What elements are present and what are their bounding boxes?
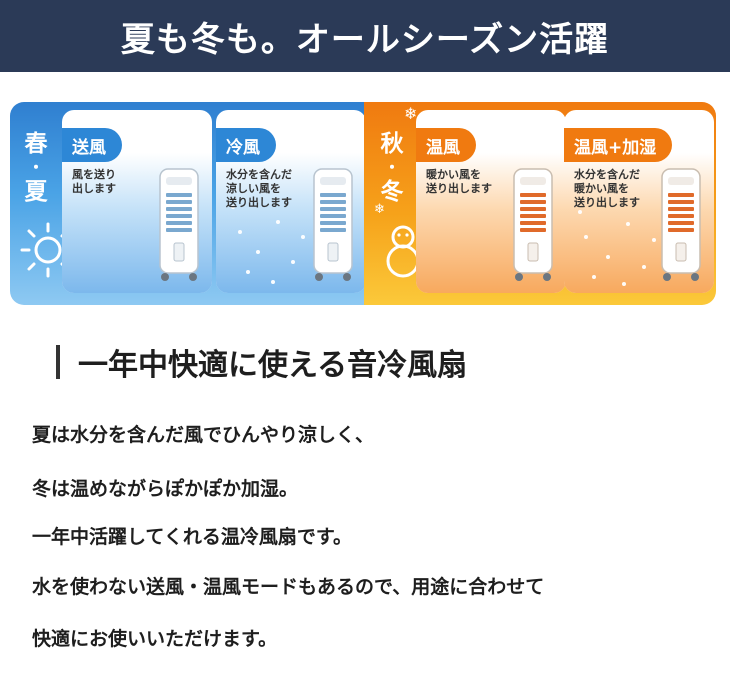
air-cooler-fan-icon: [661, 168, 701, 281]
season-label-winter-dot: ・: [383, 158, 400, 177]
mode-card-fan: 送風 風を送り 出します: [62, 110, 212, 293]
mode-tag-heat-humidify: 温風+加湿: [564, 128, 673, 162]
winter-panel: 秋 ・ 冬 ❄ ❄ 温風 暖かい風を 送り出します: [364, 102, 716, 305]
mode-tag-fan: 送風: [62, 128, 122, 162]
air-cooler-fan-icon: [313, 168, 353, 281]
body-line: 水を使わない送風・温風モードもあるので、用途に合わせて: [32, 576, 545, 598]
season-mode-banner: 春 ・ 夏 送風 風を送: [10, 102, 716, 305]
header-title: 夏も冬も。オールシーズン活躍: [120, 19, 610, 60]
section-title: 一年中快適に使える音冷風扇: [56, 340, 467, 384]
mode-tag-heat: 温風: [416, 128, 476, 162]
mode-desc-heat-humidify: 水分を含んだ 暖かい風を 送り出します: [574, 168, 640, 209]
mode-tag-cool: 冷風: [216, 128, 276, 162]
air-cooler-fan-icon: [159, 168, 199, 281]
air-cooler-fan-icon: [513, 168, 553, 281]
body-line: 冬は温めながらぽかぽか加湿。: [32, 478, 299, 500]
mode-desc-heat: 暖かい風を 送り出します: [426, 168, 492, 195]
mode-card-heat-humidify: 温風+加湿 水分を含んだ 暖かい風を 送り出します: [564, 110, 714, 293]
section-title-bar: [56, 345, 60, 379]
body-line: 夏は水分を含んだ風でひんやり涼しく、: [32, 424, 375, 446]
mode-desc-fan: 風を送り 出します: [72, 168, 116, 195]
mode-card-heat: 温風 暖かい風を 送り出します: [416, 110, 566, 293]
snowflake-icon: ❄: [404, 104, 418, 123]
mode-desc-cool: 水分を含んだ 涼しい風を 送り出します: [226, 168, 292, 209]
season-label-summer-dot: ・: [27, 158, 44, 177]
summer-panel: 春 ・ 夏 送風 風を送: [10, 102, 374, 305]
body-line: 快適にお使いいただけます。: [32, 628, 278, 650]
season-label-summer-bottom: 夏: [24, 179, 48, 205]
season-label-summer-top: 春: [24, 131, 48, 157]
season-label-winter-top: 秋: [380, 131, 404, 157]
mode-card-cool: 冷風 水分を含んだ 涼しい風を 送り出します: [216, 110, 366, 293]
snowflake-icon: ❄: [374, 202, 385, 217]
season-label-winter: 秋 ・ 冬: [374, 130, 410, 206]
season-label-winter-bottom: 冬: [380, 179, 404, 205]
body-line: 一年中活躍してくれる温冷風扇です。: [32, 526, 352, 548]
header-bar: 夏も冬も。オールシーズン活躍: [0, 0, 730, 72]
season-label-summer: 春 ・ 夏: [18, 130, 54, 206]
section-title-text: 一年中快適に使える音冷風扇: [78, 348, 468, 383]
